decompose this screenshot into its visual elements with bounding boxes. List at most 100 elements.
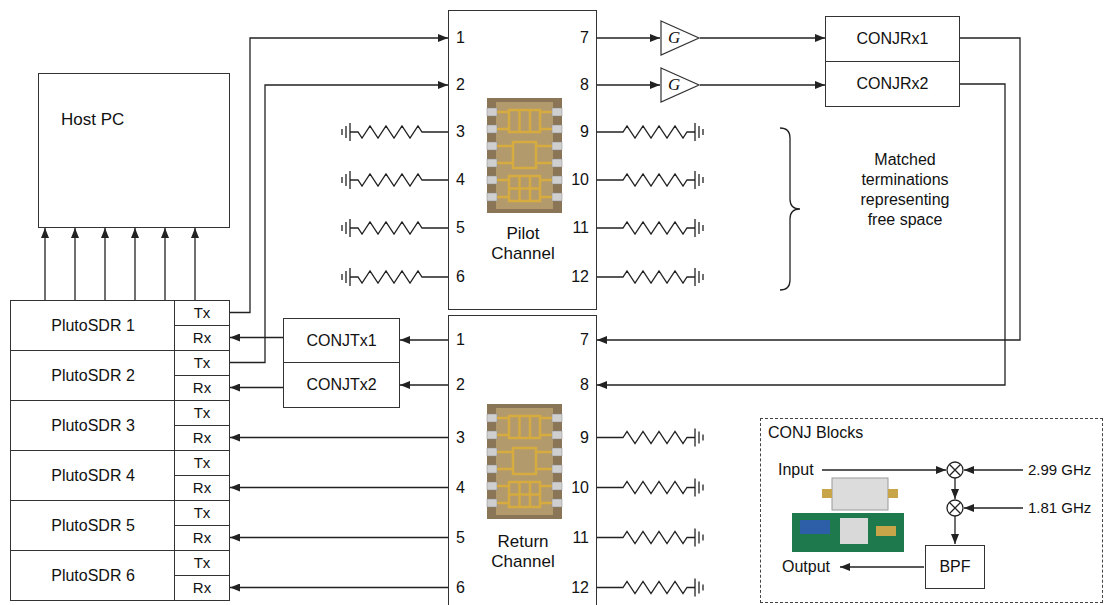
signal-connector [230,387,283,388]
sdr-box: PlutoSDR 4TxRx [10,450,230,501]
port-number-holder: 7 [580,28,589,48]
port-number-holder: 10 [571,478,589,498]
port-number-holder: 5 [456,218,465,238]
port-number: 4 [456,170,465,190]
signal-connector [164,228,165,300]
node-text: CONJTx1 [306,331,376,350]
port-cell: Rx [174,425,230,451]
node-text: Tx [194,304,211,322]
port-number-holder: 8 [580,75,589,95]
amplifier-outline [661,21,699,55]
termination-symbol [597,479,703,497]
port-cell: Tx [174,300,230,326]
node-text: CONJ Blocks [768,423,863,442]
port-number-holder: 3 [456,428,465,448]
conj-photo [792,478,904,552]
sdr-box: PlutoSDR 5TxRx [10,500,230,551]
port-number: 12 [571,267,589,287]
port-number: 10 [571,478,589,498]
port-number: 9 [580,122,589,142]
port-number-holder: 12 [571,578,589,598]
port-number: 9 [580,428,589,448]
port-number: 1 [456,330,465,350]
filter-box: BPF [925,545,985,589]
port-number: 2 [456,375,465,395]
node-text: Rx [193,329,211,347]
port-cell: Rx [174,375,230,401]
node-text: PlutoSDR 3 [11,416,175,435]
port-number: 3 [456,122,465,142]
port-number-holder: 9 [580,122,589,142]
port-cell: Rx [174,475,230,501]
termination-symbol [597,579,703,597]
annotation-label: Input [778,460,814,480]
port-number-holder: 11 [572,218,589,238]
node-text: CONJTx2 [306,375,376,394]
termination-symbol [597,219,703,237]
sdr-box: PlutoSDR 1 TxRx [10,300,230,351]
port-number-holder: 6 [456,267,465,287]
termination-symbol [597,123,703,141]
computer-box: Host PC [38,73,230,228]
port-number-holder: 5 [456,528,465,548]
signal-connector [700,84,825,85]
termination-symbol [342,268,448,286]
signal-connector [74,228,75,300]
node-text: PlutoSDR 1 [11,316,175,335]
termination-symbol [597,171,703,189]
port-number-holder: 12 [571,267,589,287]
node-text: Pilot Channel [478,224,568,265]
amplifier-triangle: G [660,20,700,56]
port-number-holder: 9 [580,428,589,448]
channel-box: Pilot Channel [448,10,597,310]
signal-connector [597,38,1020,340]
port-number: 7 [580,330,589,350]
port-cell: Tx [174,550,230,576]
node-text: Tx [194,404,211,422]
conjugator-box: CONJRx1 [825,16,960,62]
node-text: CONJRx1 [856,29,928,48]
node-text: Rx [193,479,211,497]
label-holder: 1.81 GHz [1028,499,1091,518]
port-number-holder: 11 [572,528,589,548]
sdr-box: PlutoSDR 6 TxRx [10,550,230,601]
port-number: 6 [456,267,465,287]
signal-connector [700,37,825,38]
label-holder: Output [782,557,830,577]
annotation-label: Matched terminations representing free s… [845,150,965,230]
pilot-photo [487,98,562,213]
node-text: Rx [193,379,211,397]
annotation-label: 1.81 GHz [1028,499,1091,518]
termination-symbol [597,529,703,547]
port-cell: Rx [174,325,230,351]
signal-connector [230,537,448,538]
node-text: BPF [939,557,970,576]
signal-connector [597,84,660,85]
port-number-holder: 1 [456,28,465,48]
node-text: Rx [193,429,211,447]
signal-connector [134,228,135,300]
port-number-holder: 7 [580,330,589,350]
node-text: PlutoSDR 6 [11,566,175,585]
port-cell: Rx [174,575,230,601]
signal-connector [104,228,105,300]
label-holder: Matched terminations representing free s… [845,150,965,230]
amplifier-outline [661,68,699,102]
conjugator-box: CONJRx2 [825,61,960,107]
port-number: 1 [456,28,465,48]
node-text: Tx [194,354,211,372]
signal-connector [230,38,448,313]
channel-box: Return Channel [448,315,597,605]
node-text: Tx [194,554,211,572]
signal-connector [230,587,448,588]
port-number: 5 [456,528,465,548]
port-number-holder: 6 [456,578,465,598]
node-text: Host PC [61,110,124,130]
port-number: 7 [580,28,589,48]
signal-connector [44,228,45,300]
annotation-label: 2.99 GHz [1028,461,1091,480]
port-number-holder: 2 [456,375,465,395]
port-cell: Tx [174,450,230,476]
signal-connector [230,487,448,488]
termination-symbol [342,171,448,189]
